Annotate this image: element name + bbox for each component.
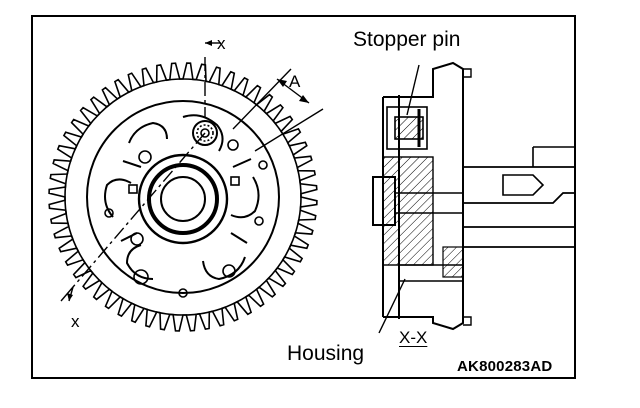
sprocket-teeth bbox=[48, 62, 318, 332]
stopper-pin-leader bbox=[406, 64, 420, 116]
sprocket-inner-ring bbox=[86, 100, 280, 294]
section-side-view bbox=[372, 61, 574, 334]
section-view-label: X-X bbox=[399, 328, 428, 347]
sprocket-tooth-outline bbox=[48, 62, 318, 332]
housing-leader bbox=[378, 278, 406, 334]
stopper-pin-label: Stopper pin bbox=[353, 28, 461, 51]
figure-code: AK800283AD bbox=[457, 358, 553, 375]
stopper-pin-hole bbox=[192, 120, 218, 146]
sprocket-root-circle bbox=[64, 78, 302, 316]
hub-bore bbox=[160, 176, 206, 222]
camshaft-sprocket-diagram bbox=[48, 40, 574, 334]
bolt-head bbox=[372, 176, 396, 226]
rotor-lobes bbox=[104, 114, 260, 281]
figure-frame: Stopper pin x A x Housing X-X AK800283AD bbox=[31, 15, 576, 379]
housing-label: Housing bbox=[287, 342, 365, 365]
sprocket-front-view bbox=[48, 40, 324, 332]
hub-ring bbox=[147, 163, 219, 235]
hub-outer bbox=[137, 153, 229, 245]
section-line-diagonal bbox=[72, 132, 206, 288]
stopper-pin bbox=[386, 106, 428, 150]
dimension-a-label: A bbox=[289, 72, 301, 91]
housing-body bbox=[383, 61, 464, 331]
section-mark-bottom: x bbox=[71, 312, 80, 331]
camshaft bbox=[463, 166, 574, 248]
section-mark-top: x bbox=[217, 34, 226, 53]
